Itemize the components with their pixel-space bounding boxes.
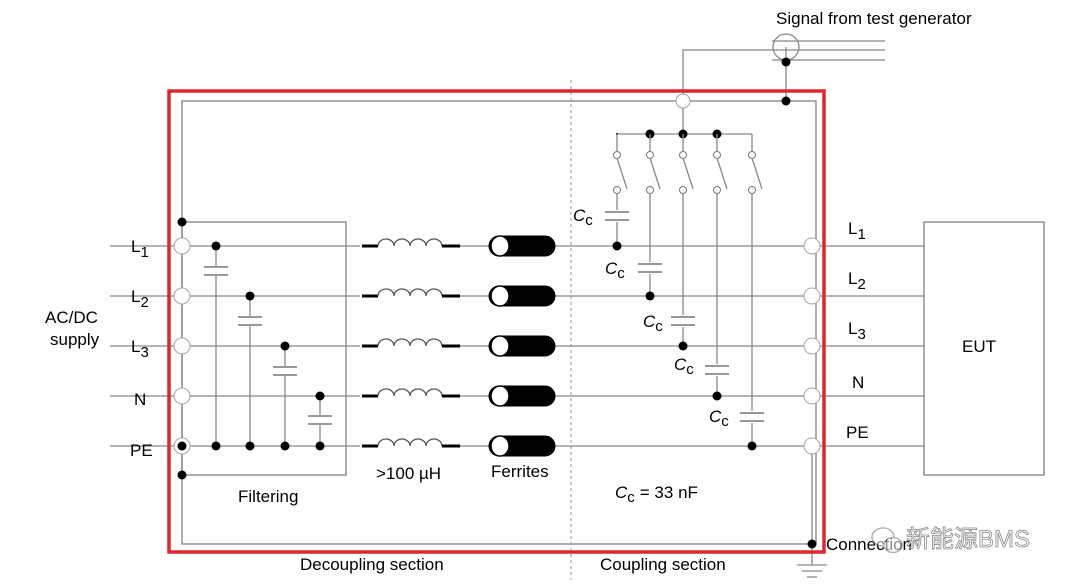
left-label-l2: L2 — [131, 287, 149, 311]
right-label-pe: PE — [846, 423, 869, 442]
inductor-label: >100 µH — [376, 464, 441, 483]
cc-label-4: Cc — [674, 355, 694, 378]
decoupling-section-label: Decoupling section — [300, 555, 444, 574]
eut-box — [923, 221, 1045, 476]
filtering-box — [181, 221, 347, 476]
filtering-label: Filtering — [238, 487, 298, 506]
ferrite-icon — [488, 285, 556, 307]
inductor-icon — [360, 388, 460, 402]
inductor-icon — [360, 438, 460, 452]
cc-label-1: Cc — [573, 206, 593, 229]
coupling-section-label: Coupling section — [600, 555, 726, 574]
right-label-l1: L1 — [848, 219, 866, 243]
left-label-n: N — [134, 390, 146, 409]
coupling-switch-bank — [613, 101, 763, 446]
switch-icon — [679, 134, 694, 346]
ferrite-icon — [488, 385, 556, 407]
filter-capacitors — [177, 217, 334, 480]
right-label-l2: L2 — [848, 269, 866, 293]
right-label-l3: L3 — [848, 319, 866, 343]
ferrites — [488, 235, 556, 457]
ferrite-icon — [488, 235, 556, 257]
left-label-l3: L3 — [131, 337, 149, 361]
ground-connection — [797, 454, 827, 578]
cc-label-3: Cc — [643, 312, 663, 335]
watermark-text: 新能源BMS — [906, 526, 1030, 553]
wechat-icon — [871, 527, 903, 554]
switch-icon — [748, 134, 763, 446]
inductor-icon — [360, 338, 460, 352]
switch-icon — [713, 134, 728, 396]
right-label-n: N — [852, 373, 864, 392]
inductors — [360, 238, 460, 452]
inductor-icon — [360, 288, 460, 302]
switch-icon — [646, 134, 661, 296]
watermark: 新能源BMS — [871, 526, 1030, 554]
ferrites-label: Ferrites — [491, 462, 549, 481]
cc-label-2: Cc — [605, 259, 625, 282]
signal-input — [682, 33, 885, 101]
left-label-l1: L1 — [131, 237, 149, 261]
highlight-frame — [167, 89, 826, 554]
supply-label-line2: supply — [50, 330, 100, 349]
ferrite-icon — [488, 435, 556, 457]
terminals — [173, 93, 821, 455]
left-label-pe: PE — [130, 441, 153, 460]
switch-icon — [613, 134, 628, 246]
cc-value-label: Cc= 33 nF — [615, 483, 698, 506]
coupling-capacitors — [603, 210, 766, 451]
signal-label: Signal from test generator — [776, 9, 972, 28]
cc-label-5: Cc — [709, 407, 729, 430]
inductor-icon — [360, 238, 460, 252]
eut-label: EUT — [962, 337, 996, 356]
supply-label-line1: AC/DC — [45, 308, 98, 327]
ferrite-icon — [488, 335, 556, 357]
